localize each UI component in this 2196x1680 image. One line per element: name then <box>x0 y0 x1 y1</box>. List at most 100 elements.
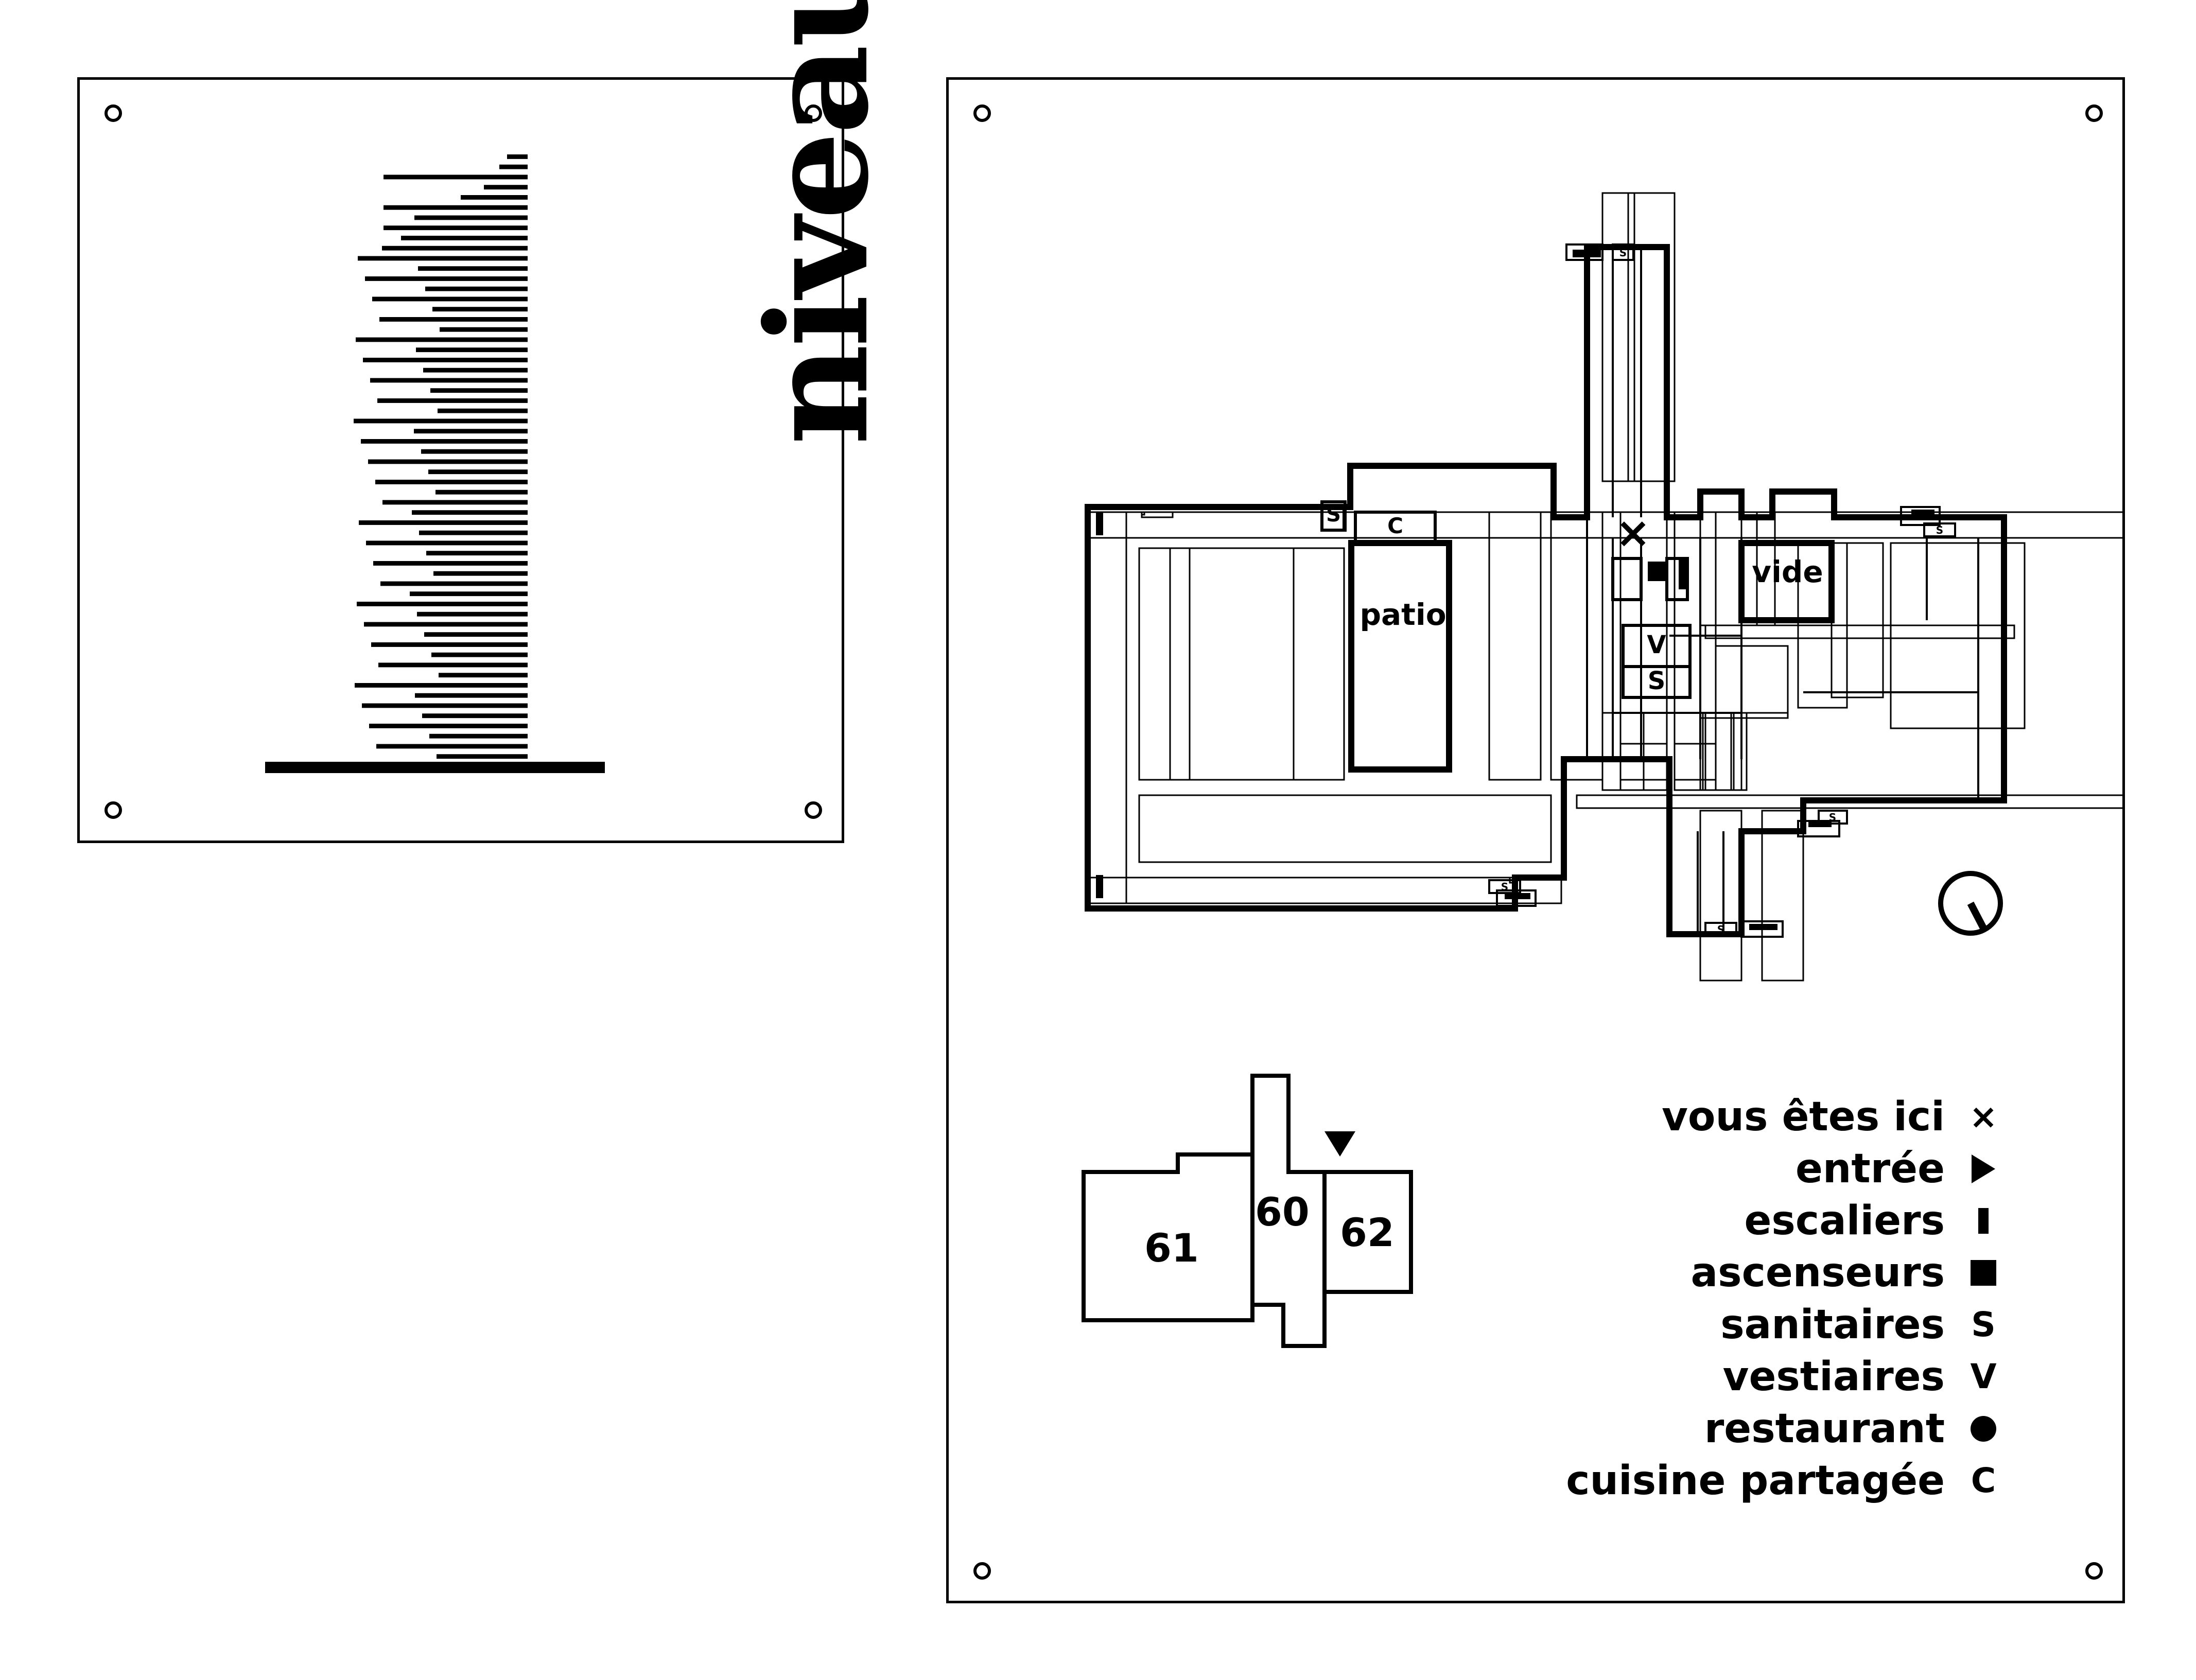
stripe <box>355 683 528 688</box>
stripe <box>426 551 528 556</box>
stripe <box>379 317 528 322</box>
stripe <box>356 337 528 342</box>
stripe <box>358 256 528 261</box>
compass-icon <box>1938 871 2003 936</box>
screw-top-left <box>973 104 991 122</box>
legend-item-shared-kitchen: cuisine partagée C <box>1566 1455 2001 1507</box>
screw-top-left <box>104 104 122 122</box>
v-letter-icon: V <box>1970 1357 1997 1396</box>
stripe <box>369 724 528 728</box>
stripe <box>431 652 528 657</box>
stripe <box>424 632 528 637</box>
floor-plan-panel: S S S S S patio vide C S V S × 61 60 62 … <box>946 77 2125 1603</box>
stairs-bar-icon <box>1965 1203 2001 1239</box>
stripe <box>419 530 528 535</box>
stripe <box>414 215 528 220</box>
sanitary-mini-label: S <box>1936 524 1943 536</box>
stripe <box>373 561 528 566</box>
stripe <box>380 581 528 586</box>
stripe <box>384 225 528 231</box>
stripe <box>370 378 528 383</box>
tower-base-line <box>265 762 605 773</box>
screw-top-right <box>805 104 822 122</box>
stripe <box>384 205 528 210</box>
stripe <box>377 398 528 403</box>
building-62-outline <box>1322 1170 1413 1294</box>
legend-item-restaurant: restaurant <box>1704 1403 2001 1455</box>
c-letter-icon: C <box>1971 1461 1996 1500</box>
stripe <box>384 174 528 180</box>
you-are-here-marker: × <box>1615 509 1651 557</box>
stripe <box>499 164 528 169</box>
sanitary-s-label: S <box>1326 503 1341 527</box>
screw-top-right <box>2085 104 2103 122</box>
stripe <box>372 296 528 302</box>
stripe <box>368 459 528 464</box>
patio-label: patio <box>1360 597 1446 632</box>
stripe <box>354 418 528 424</box>
s-letter-icon: S <box>1971 1305 1996 1344</box>
stripe <box>418 266 528 271</box>
stripe <box>438 408 528 413</box>
stripe <box>430 388 528 393</box>
stripe <box>371 642 528 647</box>
legend-item-sanitary: sanitaires S <box>1720 1299 2001 1351</box>
stripe <box>416 347 528 353</box>
stripe <box>433 571 528 576</box>
legend-item-you-are-here: vous êtes ici × <box>1662 1091 2001 1143</box>
legend-item-cloakroom: vestiaires V <box>1723 1351 2001 1403</box>
triangle-right-icon <box>1965 1151 2001 1187</box>
triangle-down-icon <box>1324 1131 1355 1157</box>
stripe <box>421 449 528 454</box>
stripe <box>366 540 528 546</box>
dot-icon <box>1965 1411 2001 1447</box>
stripe <box>428 469 528 475</box>
stripe <box>435 489 528 495</box>
cloakroom-v-label: V <box>1647 631 1666 659</box>
cross-icon: × <box>1969 1097 1998 1136</box>
stripe <box>410 591 528 597</box>
stripe <box>364 622 528 627</box>
building-61-label: 61 <box>1144 1225 1199 1271</box>
screw-bottom-right <box>805 801 822 819</box>
stripe <box>378 662 528 668</box>
stripe <box>484 185 528 190</box>
stripe <box>359 520 528 525</box>
sanitary-mini-label: S <box>1501 881 1508 893</box>
stripe <box>417 611 528 617</box>
stripe <box>375 480 528 484</box>
stripe <box>362 703 528 708</box>
legend-item-entrance: entrée <box>1796 1143 2001 1195</box>
legend-item-stairs: escaliers <box>1745 1195 2001 1247</box>
sanitary-mini-label: S <box>1829 811 1836 824</box>
stripe <box>439 673 528 678</box>
stripe <box>507 154 528 159</box>
stripe <box>412 510 528 515</box>
stripe <box>423 367 528 373</box>
stripe <box>415 693 528 698</box>
vide-label: vide <box>1752 554 1823 589</box>
legend-item-elevators: ascenseurs <box>1691 1247 2001 1299</box>
stripe <box>363 358 528 362</box>
sanitary-mini-label: S <box>1619 247 1627 259</box>
building-62-label: 62 <box>1340 1210 1395 1255</box>
stripe <box>361 439 528 444</box>
sanitary-mini-label: S <box>1717 923 1724 936</box>
building-silhouette-graphic <box>265 154 605 773</box>
kitchen-c-label: C <box>1387 513 1403 538</box>
tower-stripes <box>265 154 605 773</box>
building-60-label: 60 <box>1255 1189 1310 1235</box>
screw-bottom-left <box>104 801 122 819</box>
niveau-title: niveau <box>736 0 899 445</box>
stripe <box>357 602 528 606</box>
stripe <box>365 276 528 281</box>
stripe <box>429 733 528 739</box>
stripe <box>440 327 528 332</box>
level-sign-panel: niveau <box>77 0 899 843</box>
stripe <box>461 195 528 200</box>
stripe <box>401 236 528 240</box>
screw-bottom-right <box>2085 1562 2103 1580</box>
stripe <box>437 754 528 759</box>
floor-plan-map: S S S S S <box>1085 192 2122 982</box>
stripe <box>425 286 528 291</box>
